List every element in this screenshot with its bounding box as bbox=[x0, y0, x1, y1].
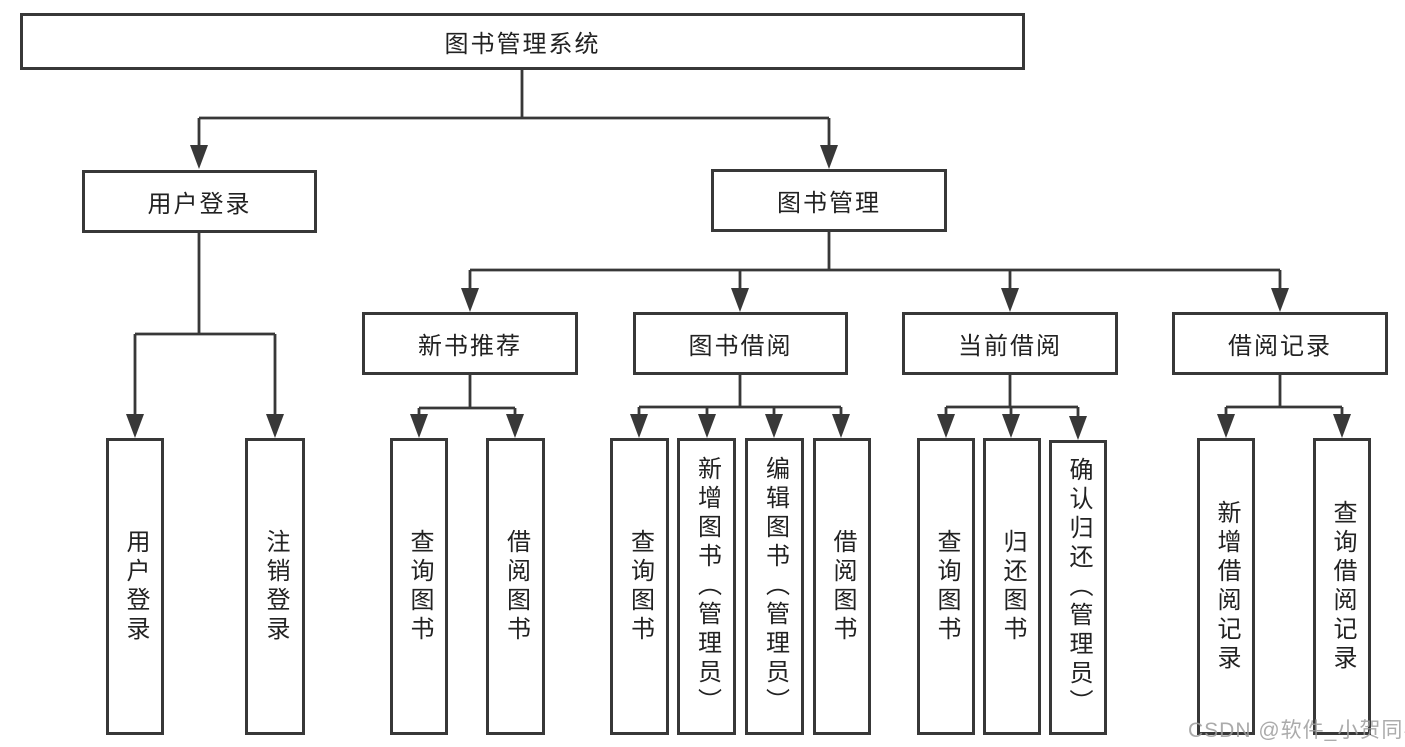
leaf-cu-query-books: 查询图书 bbox=[917, 438, 975, 735]
node-book-mgmt: 图书管理 bbox=[711, 169, 947, 232]
leaf-cu-query-books-label: 查询图书 bbox=[933, 528, 960, 645]
node-user-login-label: 用户登录 bbox=[147, 191, 252, 218]
node-book-borrow: 图书借阅 bbox=[633, 312, 848, 375]
node-root: 图书管理系统 bbox=[20, 13, 1025, 70]
node-current-borrow: 当前借阅 bbox=[902, 312, 1118, 375]
node-book-mgmt-label: 图书管理 bbox=[777, 190, 881, 217]
arrowheads bbox=[126, 145, 1351, 440]
leaf-bw-borrow-books-label: 借阅图书 bbox=[829, 528, 856, 645]
leaf-rc-add-record: 新增借阅记录 bbox=[1197, 438, 1255, 735]
leaf-user-login: 用户登录 bbox=[106, 438, 164, 735]
leaf-rc-query-record-label: 查询借阅记录 bbox=[1329, 499, 1356, 674]
leaf-bw-edit-books-admin: 编辑图书（管理员） bbox=[745, 438, 804, 735]
leaf-rc-add-record-label: 新增借阅记录 bbox=[1213, 499, 1240, 674]
node-user-login: 用户登录 bbox=[82, 170, 317, 233]
leaf-bw-add-books-admin: 新增图书（管理员） bbox=[677, 438, 736, 735]
leaf-logout: 注销登录 bbox=[245, 438, 305, 735]
leaf-nb-borrow-books-label: 借阅图书 bbox=[502, 528, 530, 645]
leaf-bw-query-books: 查询图书 bbox=[610, 438, 669, 735]
leaf-nb-query-books: 查询图书 bbox=[390, 438, 448, 735]
node-root-label: 图书管理系统 bbox=[444, 31, 601, 58]
leaf-nb-borrow-books: 借阅图书 bbox=[486, 438, 545, 735]
leaf-nb-query-books-label: 查询图书 bbox=[406, 528, 433, 645]
leaf-bw-edit-books-admin-label: 编辑图书（管理员） bbox=[761, 456, 789, 717]
node-new-book-rec-label: 新书推荐 bbox=[418, 333, 522, 360]
leaf-cu-return-books-label: 归还图书 bbox=[999, 528, 1026, 645]
leaf-rc-query-record: 查询借阅记录 bbox=[1313, 438, 1371, 735]
node-borrow-records: 借阅记录 bbox=[1172, 312, 1388, 375]
leaf-cu-confirm-return-admin: 确认归还（管理员） bbox=[1049, 440, 1107, 735]
leaf-logout-label: 注销登录 bbox=[262, 528, 289, 645]
node-current-borrow-label: 当前借阅 bbox=[958, 333, 1062, 360]
leaf-cu-return-books: 归还图书 bbox=[983, 438, 1041, 735]
leaf-user-login-label: 用户登录 bbox=[122, 528, 149, 645]
node-new-book-rec: 新书推荐 bbox=[362, 312, 578, 375]
csdn-watermark: CSDN @软件_小贺同学 bbox=[1188, 719, 1405, 742]
node-book-borrow-label: 图书借阅 bbox=[688, 333, 793, 360]
leaf-bw-query-books-label: 查询图书 bbox=[626, 528, 654, 645]
leaf-bw-borrow-books: 借阅图书 bbox=[813, 438, 871, 735]
leaf-cu-confirm-return-admin-label: 确认归还（管理员） bbox=[1065, 457, 1092, 718]
leaf-bw-add-books-admin-label: 新增图书（管理员） bbox=[693, 456, 721, 717]
node-borrow-records-label: 借阅记录 bbox=[1228, 333, 1332, 360]
